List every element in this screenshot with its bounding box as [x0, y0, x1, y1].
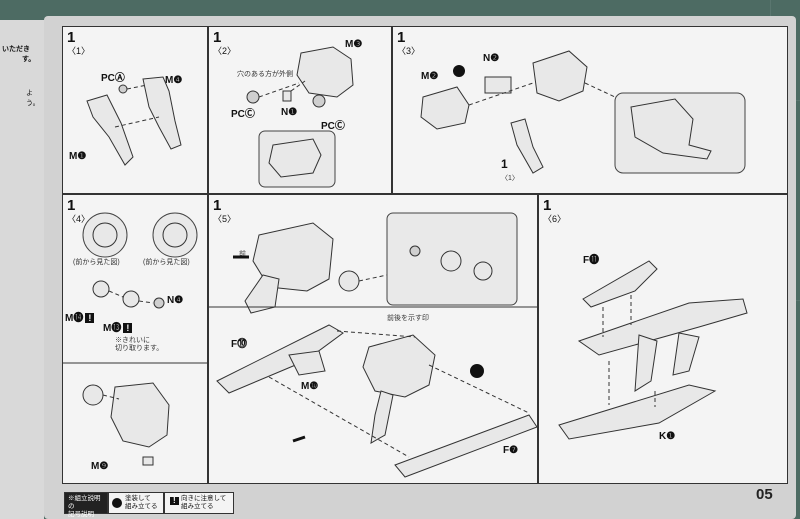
note-clean-cut-1: ※きれいに	[115, 337, 150, 344]
left-page-text-3: よう。	[26, 90, 40, 107]
part-label-f7: F❼	[503, 445, 519, 456]
part-label-n2: N❷	[483, 53, 500, 64]
part-label-pca: PCⒶ	[101, 73, 125, 84]
page-number: 05	[756, 486, 773, 503]
step-number: 1	[67, 197, 76, 214]
instruction-sheet: 1 〈1〉 PCⒶ M❹ M❶ 1 〈2〉 M❸ PCⒸ N❶ PCⒸ 穴のある…	[62, 26, 788, 488]
arrow-front-label: 前	[239, 251, 246, 258]
step-number: 1	[213, 29, 222, 46]
substep-label: 〈6〉	[543, 214, 567, 224]
note-direction-mark: 前後を示す印	[387, 315, 429, 322]
substep-label: 〈4〉	[67, 214, 91, 224]
legend-direction: ! 向きに注意して組み立てる	[164, 492, 234, 514]
substep-label: 〈2〉	[213, 46, 237, 56]
step-4-drawing	[63, 212, 209, 466]
step-2-drawing	[246, 46, 354, 188]
step-6-drawing	[558, 260, 748, 440]
left-page-text-1: いただき	[2, 46, 30, 53]
step-panel-6: 1 〈6〉 F⓫ K❶	[538, 194, 788, 484]
part-label-k1: K❶	[659, 431, 676, 442]
step-5-drawing	[209, 212, 539, 478]
part-label-f10: F⓾	[231, 339, 248, 350]
part-label-pcc: PCⒸ	[231, 109, 255, 120]
step-number: 1	[67, 29, 76, 46]
part-label-f11: F⓫	[583, 255, 600, 266]
instruction-page: 1 〈1〉 PCⒶ M❹ M❶ 1 〈2〉 M❸ PCⒸ N❶ PCⒸ 穴のある…	[44, 16, 796, 519]
step-panel-5: 1 〈5〉 N❸ M⓫ M⓬ F⓾ M❿ F❼ 前後を示す印 前	[208, 194, 539, 484]
warning-icon: !	[85, 313, 95, 323]
substep-label: 〈5〉	[213, 214, 237, 224]
step-3-drawing	[420, 50, 746, 174]
part-label-m10: M❿	[301, 381, 319, 392]
part-label-m14: M⓮!	[65, 309, 95, 324]
warning-icon: !	[170, 497, 179, 505]
substep-label: 〈1〉	[67, 46, 91, 56]
part-label-pcc-2: PCⒸ	[321, 121, 345, 132]
step-panel-2: 1 〈2〉 M❸ PCⒸ N❶ PCⒸ 穴のある方が外側	[208, 26, 392, 194]
step-number: 1	[213, 197, 222, 214]
part-label-m9: M❾	[91, 461, 109, 472]
legend-title: ※組立説明の記号説明	[64, 492, 108, 518]
part-label-n1: N❶	[281, 107, 298, 118]
part-label-m13: M⓭!	[103, 319, 133, 334]
note-hole-side: 穴のある方が外側	[237, 71, 293, 78]
note-clean-cut-2: 切り取ります。	[115, 345, 164, 352]
part-label-m3: M❸	[345, 39, 363, 50]
ref-step-number: 1	[501, 157, 508, 171]
step-number: 1	[397, 29, 406, 46]
note-front-view-2: (前から見た図)	[143, 259, 190, 266]
ref-substep-label: 〈1〉	[501, 175, 519, 182]
step-number: 1	[543, 197, 552, 214]
left-page: いただき す。 よう。	[0, 20, 44, 519]
warning-icon: !	[123, 323, 133, 333]
step-panel-3: 1 〈3〉 M❷ N❷ 1 〈1〉	[392, 26, 788, 194]
substep-label: 〈3〉	[397, 46, 421, 56]
part-label-m1: M❶	[69, 151, 87, 162]
note-front-view-1: (前から見た図)	[73, 259, 120, 266]
step-panel-1: 1 〈1〉 PCⒶ M❹ M❶	[62, 26, 208, 194]
legend-paint: 塗装して組み立てる	[108, 492, 164, 514]
step-1-drawing	[86, 76, 182, 166]
left-page-text-2: す。	[22, 56, 36, 63]
part-label-m4: M❹	[165, 75, 183, 86]
step-panel-4: 1 〈4〉 (前から見た図) (前から見た図) M⓮! M⓭! N❹ ※きれいに…	[62, 194, 209, 484]
part-label-m2: M❷	[421, 71, 439, 82]
part-label-n4: N❹	[167, 295, 184, 306]
